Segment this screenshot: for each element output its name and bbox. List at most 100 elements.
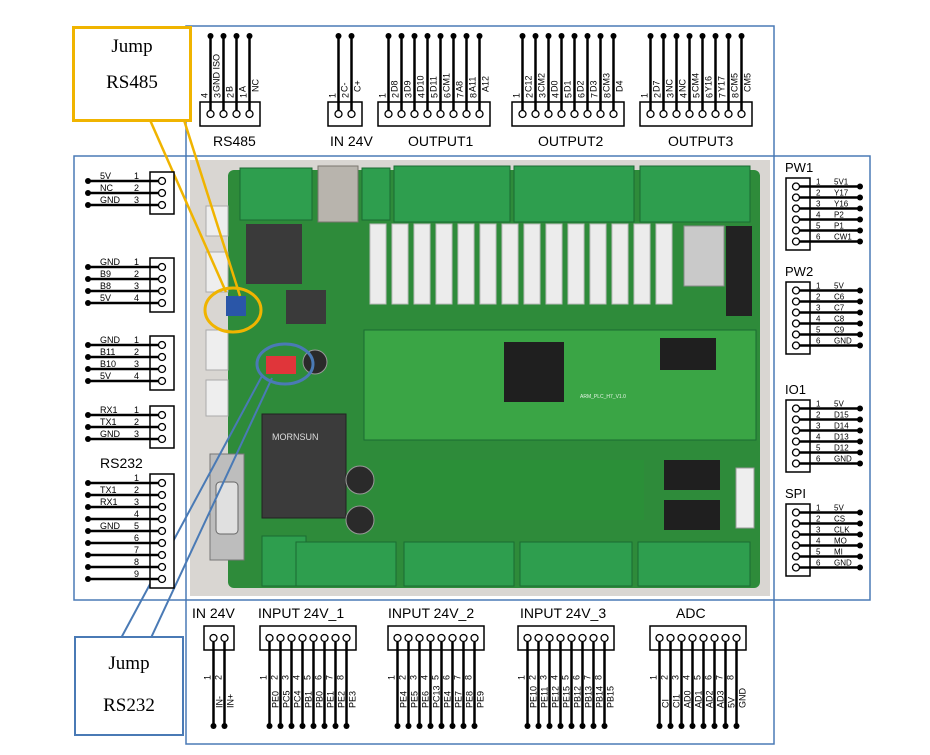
top-out3-pin-number: 6 xyxy=(705,93,715,98)
bottom-in2-pin-name: PE5 xyxy=(410,691,420,708)
jump-rs485-callout: Jump RS485 xyxy=(72,26,192,122)
bottom-in3-pin-number: 1 xyxy=(517,675,527,680)
top-rs485-pin xyxy=(232,109,241,119)
right-pw2-wire-end xyxy=(857,331,863,338)
bottom-in1-wire-end xyxy=(277,723,284,729)
top-out1-wire-end xyxy=(424,33,431,39)
top-out3-pin-name: Y17 xyxy=(717,76,727,92)
top-out2-wire-end xyxy=(584,33,591,39)
top-in24-pin-number: 1 xyxy=(328,93,338,98)
left-uart-pin-number: 1 xyxy=(134,405,139,415)
bottom-in24-pin xyxy=(220,633,229,643)
bottom-in1-wire-end xyxy=(288,723,295,729)
bottom-in2-wire-end xyxy=(438,723,445,729)
bottom-in1-title: INPUT 24V_1 xyxy=(258,605,344,621)
bottom-in24-pin-name: IN+ xyxy=(226,694,236,708)
top-out2-wire-end xyxy=(597,33,604,39)
left-i2c1-pin-number: 2 xyxy=(134,269,139,279)
right-io1-wire-end xyxy=(857,449,863,456)
bottom-adc-pin-name: AD1 xyxy=(694,690,704,708)
left-rs232-wire-end xyxy=(85,552,91,558)
top-out1-wire-end xyxy=(398,33,405,39)
left-frame xyxy=(73,155,187,601)
bottom-adc-pin-number: 6 xyxy=(704,675,714,680)
bottom-in1-pin-name: PC4 xyxy=(293,690,303,708)
left-rs232-wire-end xyxy=(85,492,91,498)
right-io1-pin xyxy=(791,459,801,468)
bottom-in2-pin xyxy=(426,633,435,643)
top-rs485-pin xyxy=(219,109,228,119)
bottom-adc-pin-number: 1 xyxy=(649,675,659,680)
top-out1-pin-number: 6 xyxy=(443,93,453,98)
left-uart-pin-name: TX1 xyxy=(100,417,117,427)
top-out1-pin xyxy=(384,109,393,119)
top-out1-header xyxy=(377,101,491,127)
top-out1-pin-name: A11 xyxy=(468,77,478,92)
right-spi-pin xyxy=(791,563,801,572)
top-out3-pin-name: NC xyxy=(665,79,675,92)
top-out3-header xyxy=(639,101,753,127)
right-io1-pin xyxy=(791,404,801,413)
left-i2c1-pin-name: 5V xyxy=(100,293,111,303)
bottom-adc-wire-end xyxy=(733,723,740,729)
bottom-adc-pin-name: CI1 xyxy=(672,694,682,708)
left-rs232-pin-name: RX1 xyxy=(100,497,118,507)
top-out3-pin-number: 5 xyxy=(692,93,702,98)
left-rs232-pin xyxy=(157,514,167,524)
right-pw2-wire-end xyxy=(857,342,863,349)
top-out2-pin xyxy=(531,109,540,119)
bottom-in1-pin-number: 4 xyxy=(292,675,302,680)
jump-rs232-line1: Jump xyxy=(108,653,150,674)
bottom-in1-pin xyxy=(342,633,351,643)
right-pw1-pin xyxy=(791,193,801,202)
top-out1-pin xyxy=(423,109,432,119)
top-in24-pin-number: 2 xyxy=(341,93,351,98)
left-i2c2-pin-name: B11 xyxy=(100,347,115,357)
right-io1-pin-name: D13 xyxy=(834,433,849,442)
bottom-adc-pin xyxy=(699,633,708,643)
left-rs232-pin-number: 2 xyxy=(134,485,139,495)
left-i2c2-pin xyxy=(157,376,167,386)
right-pw1-pin-name: 5V1 xyxy=(834,178,849,187)
top-out1-pin-name: D11 xyxy=(429,76,439,92)
jump-rs232-line2: RS232 xyxy=(103,695,155,716)
top-out3-pin-number: 1 xyxy=(640,93,650,98)
bottom-in1-pin xyxy=(309,633,318,643)
right-io1-pin xyxy=(791,437,801,446)
left-uart-wire-end xyxy=(85,412,91,418)
top-rs485-wire-end xyxy=(220,33,227,39)
top-out2-pin-name: D0 xyxy=(550,80,560,92)
left-i2c1-wire-end xyxy=(85,276,91,282)
bottom-in3-wire-end xyxy=(546,723,553,729)
top-out1-pin-name: D8 xyxy=(390,80,400,92)
bottom-adc-wire-end xyxy=(700,723,707,729)
right-pw1-pin xyxy=(791,226,801,235)
top-out1-wire-end xyxy=(437,33,444,39)
bottom-in3-wire-end xyxy=(601,723,608,729)
bottom-in3-pin-number: 6 xyxy=(572,675,582,680)
left-rs232-wire-end xyxy=(85,480,91,486)
right-io1-pin-number: 6 xyxy=(816,455,821,464)
top-out3-pin xyxy=(646,109,655,119)
top-rs485-pin xyxy=(206,109,215,119)
bottom-in2-pin-number: 8 xyxy=(464,675,474,680)
top-out3-pin-number: 2 xyxy=(653,93,663,98)
bottom-in2-wire-end xyxy=(449,723,456,729)
bottom-in3-pin-number: 8 xyxy=(594,675,604,680)
right-spi-pin-number: 1 xyxy=(816,504,821,513)
top-out1-title: OUTPUT1 xyxy=(408,133,474,149)
top-rs485-pin-number: 4 xyxy=(200,93,210,98)
left-pw-pin xyxy=(157,176,167,186)
right-pw2-pin-number: 2 xyxy=(816,293,821,302)
bottom-in3-pin-number: 5 xyxy=(561,675,571,680)
left-rs232-pin xyxy=(157,478,167,488)
right-io1-wire-end xyxy=(857,438,863,445)
top-out2-wire-end xyxy=(519,33,526,39)
rs232-jumper-highlight xyxy=(255,342,315,386)
bottom-adc-pin xyxy=(710,633,719,643)
left-rs232-pin-number: 8 xyxy=(134,557,139,567)
right-io1-wire-end xyxy=(857,460,863,467)
top-out3-wire-end xyxy=(738,33,745,39)
right-spi-pin-number: 5 xyxy=(816,548,821,557)
left-i2c1-pin-number: 1 xyxy=(134,257,139,267)
